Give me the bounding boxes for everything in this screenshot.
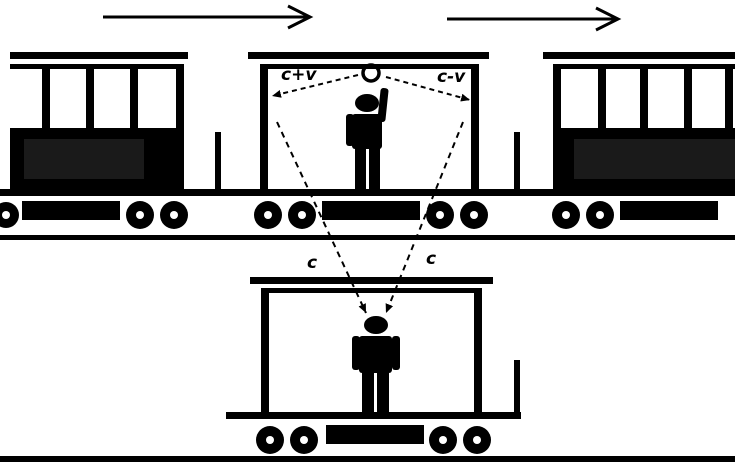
upper-train-chassis xyxy=(0,189,735,240)
coupler-post xyxy=(215,132,221,190)
platform-observer-figure xyxy=(352,316,400,413)
left-ray-label: c xyxy=(307,253,317,273)
left-train-car xyxy=(10,52,188,191)
right-train-car xyxy=(543,52,735,191)
right-ray-label: c xyxy=(426,249,436,269)
left-speed-label: c+v xyxy=(281,65,317,85)
right-speed-label: c-v xyxy=(437,67,466,87)
coupler-post xyxy=(514,132,520,190)
train-observer-figure xyxy=(346,88,389,189)
motion-arrow-left xyxy=(103,6,310,28)
motion-arrow-right xyxy=(447,8,618,30)
